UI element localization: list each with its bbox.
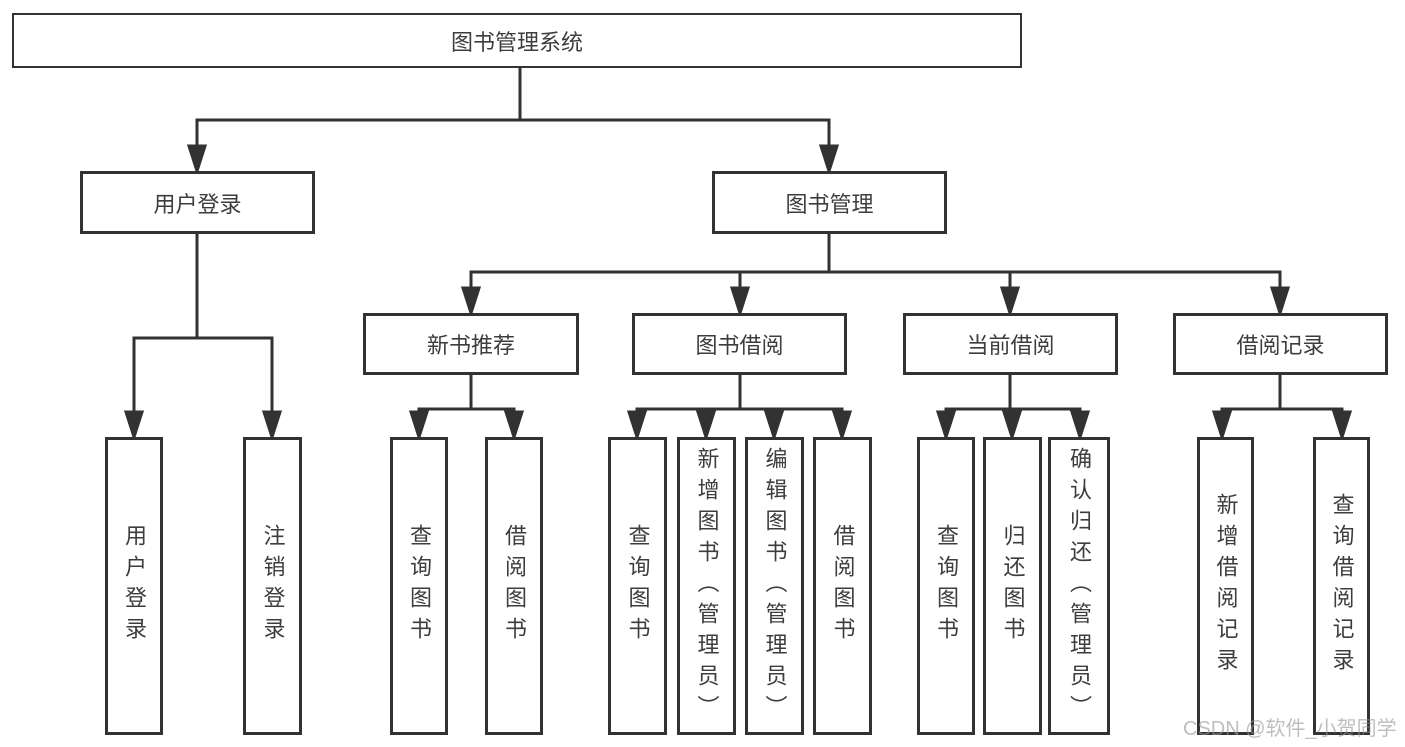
node-borrow-records: 借阅记录 xyxy=(1173,313,1388,375)
leaf-add-book-admin-label: 新增图书（管理员） xyxy=(694,446,720,726)
leaf-user-login: 用户登录 xyxy=(105,437,163,735)
node-book-management-label: 图书管理 xyxy=(785,191,874,217)
leaf-confirm-return-admin: 确认归还（管理员） xyxy=(1048,437,1110,735)
node-new-book-recommend-label: 新书推荐 xyxy=(426,333,515,358)
leaf-edit-book-admin: 编辑图书（管理员） xyxy=(745,437,804,735)
node-user-login: 用户登录 xyxy=(80,171,315,234)
node-user-login-label: 用户登录 xyxy=(153,191,242,217)
leaf-logout: 注销登录 xyxy=(243,437,302,735)
leaf-return-books: 归还图书 xyxy=(983,437,1042,735)
leaf-confirm-return-admin-label: 确认归还（管理员） xyxy=(1067,446,1092,726)
node-current-borrowing: 当前借阅 xyxy=(903,313,1118,375)
leaf-query-borrow-record-label: 查询借阅记录 xyxy=(1329,493,1355,679)
leaf-query-books-current: 查询图书 xyxy=(917,437,975,735)
leaf-borrow-books-recommend-label: 借阅图书 xyxy=(502,524,527,648)
leaf-user-login-label: 用户登录 xyxy=(122,524,147,648)
leaf-query-books-recommend: 查询图书 xyxy=(390,437,448,735)
leaf-add-book-admin: 新增图书（管理员） xyxy=(677,437,736,735)
node-borrow-records-label: 借阅记录 xyxy=(1236,333,1325,358)
node-new-book-recommend: 新书推荐 xyxy=(363,313,579,375)
node-book-management: 图书管理 xyxy=(712,171,947,234)
leaf-borrow-books-borrowing-label: 借阅图书 xyxy=(830,524,856,648)
leaf-logout-label: 注销登录 xyxy=(260,524,286,648)
node-current-borrowing-label: 当前借阅 xyxy=(966,333,1055,358)
watermark: CSDN @软件_小贺同学 xyxy=(1183,718,1397,740)
node-book-borrowing-label: 图书借阅 xyxy=(695,333,784,358)
leaf-query-books-borrowing-label: 查询图书 xyxy=(625,524,651,648)
leaf-return-books-label: 归还图书 xyxy=(1000,524,1026,648)
leaf-query-books-borrowing: 查询图书 xyxy=(608,437,667,735)
leaf-query-books-current-label: 查询图书 xyxy=(934,524,959,648)
node-library-system: 图书管理系统 xyxy=(12,13,1022,68)
leaf-edit-book-admin-label: 编辑图书（管理员） xyxy=(762,446,788,726)
leaf-add-borrow-record-label: 新增借阅记录 xyxy=(1213,493,1239,679)
leaf-query-borrow-record: 查询借阅记录 xyxy=(1313,437,1370,735)
leaf-add-borrow-record: 新增借阅记录 xyxy=(1197,437,1254,735)
leaf-query-books-recommend-label: 查询图书 xyxy=(407,524,432,648)
leaf-borrow-books-recommend: 借阅图书 xyxy=(485,437,543,735)
node-library-system-label: 图书管理系统 xyxy=(450,29,583,55)
leaf-borrow-books-borrowing: 借阅图书 xyxy=(813,437,872,735)
node-book-borrowing: 图书借阅 xyxy=(632,313,847,375)
